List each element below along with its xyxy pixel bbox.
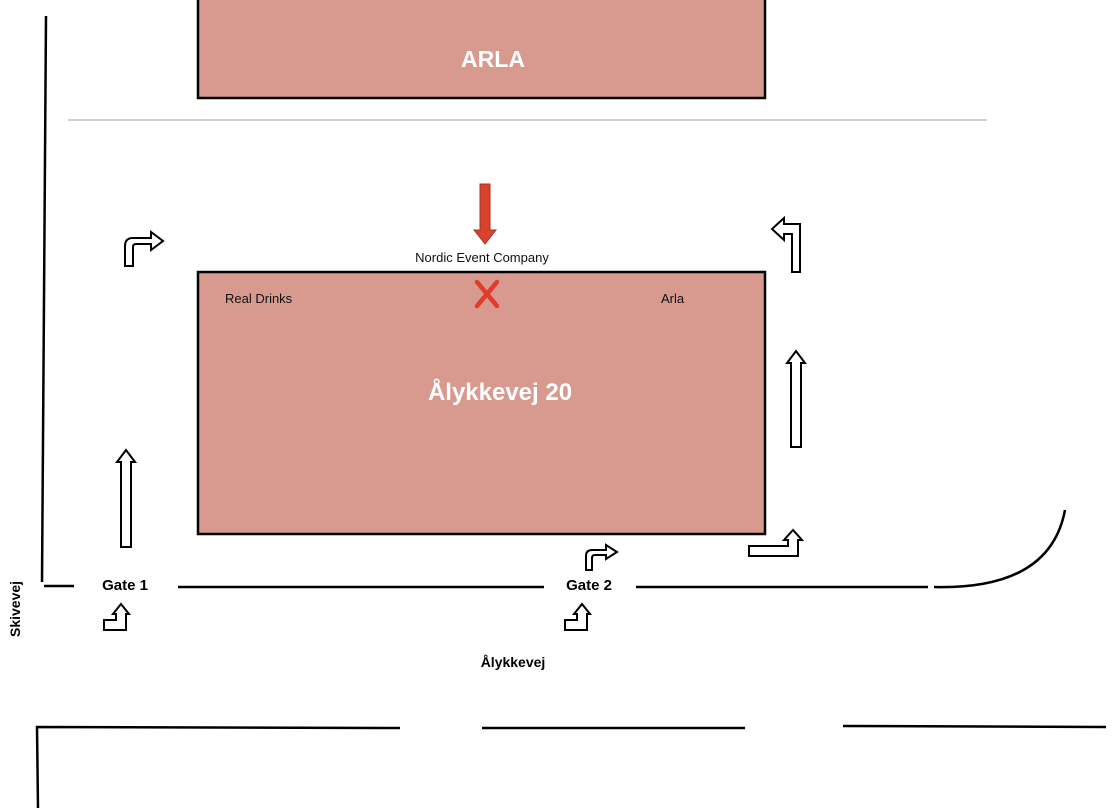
tenant-real-drinks-label: Real Drinks xyxy=(225,291,293,306)
route-arrow-icon xyxy=(785,349,807,448)
route-arrow-icon xyxy=(564,602,593,631)
street-skivevej-label: Skivevej xyxy=(7,581,23,637)
route-arrow-icon xyxy=(103,602,132,631)
building-main[interactable]: Ålykkevej 20 Real Drinks Arla xyxy=(196,270,767,536)
route-arrow-icon xyxy=(770,215,801,273)
location-x-marker-icon xyxy=(474,279,500,309)
gate-2-label[interactable]: Gate 2 xyxy=(566,577,612,594)
building-arla-top-shape xyxy=(196,0,767,100)
road-curve-east xyxy=(933,509,1067,589)
building-main-label: Ålykkevej 20 xyxy=(428,378,572,406)
down-arrow-icon xyxy=(472,183,498,245)
route-arrow-icon xyxy=(124,230,165,267)
route-arrow-icon xyxy=(585,543,619,571)
road-skivevej-edge xyxy=(40,15,48,583)
route-arrow-icon xyxy=(748,528,805,557)
street-alykkevej-label: Ålykkevej xyxy=(481,654,546,670)
building-arla-top-label: ARLA xyxy=(461,46,525,72)
road-alykkevej-south-edge-1 xyxy=(35,725,401,808)
building-arla-top[interactable]: ARLA xyxy=(196,0,767,100)
nordic-event-company-label: Nordic Event Company xyxy=(415,250,549,265)
gate-1-label[interactable]: Gate 1 xyxy=(102,577,148,594)
building-main-shape xyxy=(196,270,767,536)
road-alykkevej-south-edge-3 xyxy=(842,724,1107,729)
route-arrow-icon xyxy=(115,448,137,548)
tenant-arla-label: Arla xyxy=(661,291,685,306)
